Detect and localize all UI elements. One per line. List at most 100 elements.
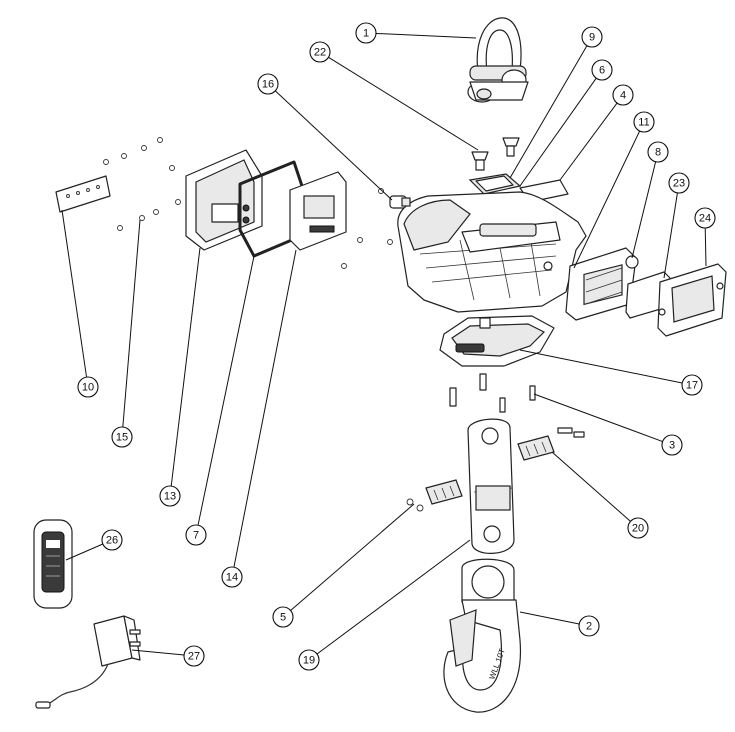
callout-circle [668, 172, 690, 194]
front-panel-parts [185, 149, 347, 258]
callout-8: 8 [647, 141, 669, 163]
callout-circle [221, 566, 243, 588]
leader-line-26 [65, 543, 104, 561]
callout-number: 20 [632, 523, 644, 535]
leader-line-5 [290, 503, 415, 611]
callout-number: 26 [106, 535, 118, 547]
main-housing-part [397, 191, 587, 313]
callout-circle [185, 524, 207, 546]
base-tray-part [439, 315, 555, 367]
callout-17: 17 [681, 374, 703, 396]
end-cover-parts [565, 247, 727, 337]
leader-line-16 [274, 90, 393, 201]
leader-line-19 [316, 539, 471, 655]
callout-number: 17 [686, 380, 698, 392]
callout-number: 4 [620, 90, 626, 102]
callout-number: 22 [314, 47, 326, 59]
cable-fitting-part [378, 188, 411, 209]
callout-circle [257, 73, 279, 95]
callout-23: 23 [668, 172, 690, 194]
callout-number: 11 [638, 117, 649, 129]
callout-13: 13 [159, 485, 181, 507]
callout-3: 3 [661, 434, 683, 456]
callout-circle [77, 376, 99, 398]
callout-circle [581, 26, 603, 48]
bolts-part [449, 373, 585, 438]
leader-line-24 [704, 227, 707, 267]
leader-line-6 [519, 77, 597, 187]
shackle-part [467, 17, 529, 103]
callout-circle [591, 59, 613, 81]
callout-number: 2 [586, 621, 592, 633]
load-link-part [467, 418, 515, 554]
callout-circle [272, 606, 294, 628]
pin-blocks-part [406, 435, 555, 512]
callout-number: 15 [116, 432, 128, 444]
callout-11: 11 [633, 111, 655, 133]
callout-circle [101, 529, 123, 551]
callout-number: 6 [599, 65, 605, 77]
callout-number: 13 [164, 491, 176, 503]
leader-line-3 [533, 393, 663, 443]
callout-circle [661, 434, 683, 456]
callout-19: 19 [298, 649, 320, 671]
callout-circle [681, 374, 703, 396]
callout-1: 1 [355, 22, 377, 44]
leader-line-2 [519, 611, 580, 625]
callout-24: 24 [694, 207, 716, 229]
leader-line-8 [631, 161, 657, 259]
callout-number: 7 [193, 530, 199, 542]
callout-number: 10 [82, 382, 94, 394]
callout-circle [111, 426, 133, 448]
callout-circle [578, 615, 600, 637]
callout-number: 5 [280, 612, 286, 624]
callout-16: 16 [257, 73, 279, 95]
leader-line-23 [663, 192, 678, 279]
callout-circle [183, 645, 205, 667]
leader-line-22 [328, 56, 479, 151]
callout-10: 10 [77, 376, 99, 398]
callout-9: 9 [581, 26, 603, 48]
callout-circle [309, 41, 331, 63]
leader-line-10 [61, 209, 88, 378]
charger-part [35, 615, 141, 709]
callout-circle [298, 649, 320, 671]
leader-line-27 [131, 649, 185, 656]
callout-number: 24 [699, 213, 711, 225]
callout-14: 14 [221, 566, 243, 588]
leader-line-20 [551, 451, 631, 522]
callout-number: 23 [673, 178, 685, 190]
callout-22: 22 [309, 41, 331, 63]
callout-7: 7 [185, 524, 207, 546]
callout-15: 15 [111, 426, 133, 448]
callout-6: 6 [591, 59, 613, 81]
leader-line-9 [509, 45, 588, 179]
leader-line-11 [573, 130, 641, 269]
label-strip-part [55, 175, 111, 213]
callout-circle [355, 22, 377, 44]
leader-line-17 [519, 349, 683, 384]
callout-20: 20 [627, 517, 649, 539]
callout-number: 19 [303, 655, 315, 667]
callout-number: 14 [226, 572, 238, 584]
callout-26: 26 [101, 529, 123, 551]
leader-lines [61, 32, 707, 656]
callout-number: 16 [262, 79, 274, 91]
callout-5: 5 [272, 606, 294, 628]
callout-2: 2 [578, 615, 600, 637]
callout-circle [647, 141, 669, 163]
callout-number: 9 [589, 32, 595, 44]
callout-circle [694, 207, 716, 229]
callout-number: 3 [669, 440, 675, 452]
callout-number: 1 [363, 28, 369, 40]
callout-circle [612, 84, 634, 106]
leader-line-7 [197, 255, 255, 526]
leader-line-1 [375, 32, 477, 39]
small-screws [103, 137, 393, 269]
callout-27: 27 [183, 645, 205, 667]
callout-4: 4 [612, 84, 634, 106]
callout-number: 8 [655, 147, 661, 159]
leader-line-14 [233, 249, 297, 568]
callout-number: 27 [188, 651, 200, 663]
